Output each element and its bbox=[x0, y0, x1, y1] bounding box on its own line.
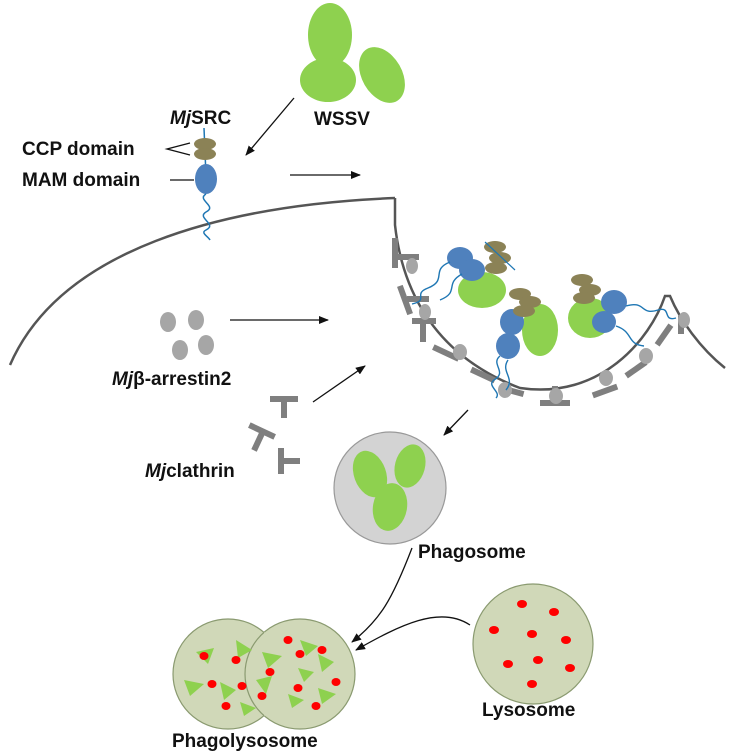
arrestin-suffix: β-arrestin2 bbox=[133, 369, 231, 390]
mam-domain-label: MAM domain bbox=[22, 170, 140, 191]
mjsrc-suffix: SRC bbox=[191, 108, 231, 129]
arrow-pit-to-phagosome bbox=[443, 409, 469, 436]
membrane-pit bbox=[393, 198, 726, 391]
pit-complexes bbox=[411, 241, 677, 399]
arrow-clathrin-to-pit bbox=[312, 365, 366, 403]
wssv-label: WSSV bbox=[314, 109, 370, 130]
arrestin-prefix: Mj bbox=[112, 369, 134, 390]
cell-membrane bbox=[8, 196, 396, 366]
arrow-wssv-to-receptor bbox=[245, 97, 295, 156]
arrestin-molecules bbox=[160, 310, 214, 360]
arrow-phagosome-to-phagolysosome bbox=[351, 547, 413, 643]
mjsrc-receptor bbox=[194, 127, 217, 241]
phagosome bbox=[333, 431, 447, 545]
wssv-virions bbox=[300, 3, 405, 103]
phagolysosome bbox=[172, 618, 356, 730]
clathrin-label: Mjclathrin bbox=[145, 461, 235, 482]
arrestin-label: Mjβ-arrestin2 bbox=[112, 369, 231, 390]
ccp-pointer bbox=[164, 142, 191, 156]
lysosome bbox=[472, 583, 594, 705]
coat-arrestin-dots bbox=[406, 258, 690, 404]
clathrin-suffix: clathrin bbox=[166, 461, 235, 482]
lysosome-label: Lysosome bbox=[482, 700, 575, 721]
arrow-lysosome-to-phagolysosome bbox=[355, 616, 471, 651]
clathrin-prefix: Mj bbox=[145, 461, 167, 482]
phagolysosome-label: Phagolysosome bbox=[172, 731, 318, 752]
clathrin-molecules bbox=[248, 396, 300, 474]
phagosome-label: Phagosome bbox=[418, 542, 526, 563]
mjsrc-label: MjSRC bbox=[170, 108, 232, 129]
ccp-domain-label: CCP domain bbox=[22, 139, 135, 160]
mjsrc-prefix: Mj bbox=[170, 108, 192, 129]
